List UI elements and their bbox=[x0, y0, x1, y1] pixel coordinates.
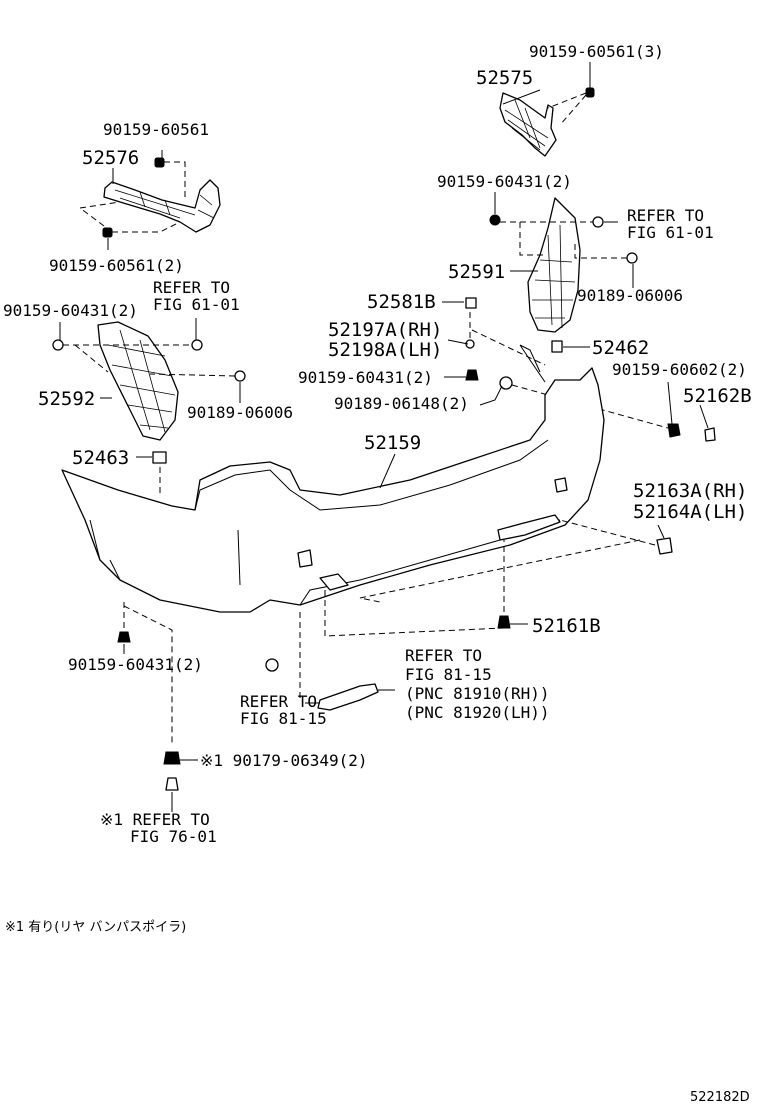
label-90159-60561-2: 90159-60561(2) bbox=[49, 256, 184, 275]
label-52463: 52463 bbox=[72, 447, 129, 469]
label-90159-60561: 90159-60561 bbox=[103, 120, 209, 139]
label-52161b: 52161B bbox=[532, 615, 601, 637]
label-90159-60561-3: 90159-60561(3) bbox=[529, 42, 664, 61]
clip-52161b-icon bbox=[324, 540, 511, 637]
part-52463-icon bbox=[152, 451, 167, 495]
clip-lh-side-icon bbox=[297, 477, 568, 568]
part-52163a-icon bbox=[359, 519, 673, 603]
clip-90159-60561-icon bbox=[154, 157, 186, 200]
label-52575: 52575 bbox=[476, 67, 533, 89]
label-refer-to-right-61: REFER TO bbox=[627, 206, 704, 225]
clip-90189-06006-right-icon bbox=[574, 240, 638, 264]
clip-90159-60602-icon bbox=[667, 423, 681, 438]
label-52159: 52159 bbox=[364, 432, 421, 454]
part-52159-bumper-cover bbox=[61, 344, 605, 613]
label-90189-06148-2: 90189-06148(2) bbox=[334, 394, 469, 413]
callout-labels: 90159-60561(3) 52575 90159-60561 52576 9… bbox=[3, 42, 752, 1105]
figure-code: 522182D bbox=[690, 1090, 750, 1105]
label-52462: 52462 bbox=[592, 337, 649, 359]
label-90179-06349-2: ※1 90179-06349(2) bbox=[200, 751, 368, 770]
label-refer-to-right-81: REFER TO bbox=[405, 646, 482, 665]
clip-90179-06349-icon bbox=[163, 751, 181, 765]
label-refer-to-left-81: REFER TO bbox=[240, 692, 317, 711]
part-52581b-icon bbox=[465, 297, 477, 340]
label-52197a: 52197A(RH) bbox=[328, 319, 442, 341]
label-fig-76-01: FIG 76-01 bbox=[130, 827, 217, 846]
label-90159-60431-2-left: 90159-60431(2) bbox=[3, 301, 138, 320]
label-90159-60431-2-mid: 90159-60431(2) bbox=[298, 368, 433, 387]
clip-90159-60561-3-icon bbox=[547, 87, 595, 126]
clip-right-refer-icon bbox=[592, 216, 604, 228]
label-refer-to-76: ※1 REFER TO bbox=[100, 810, 210, 829]
label-fig-81-15-left: FIG 81-15 bbox=[240, 709, 327, 728]
clip-90189-06006-left-icon bbox=[149, 370, 246, 382]
label-90159-60602-2: 90159-60602(2) bbox=[612, 360, 747, 379]
clip-90159-60561-2-icon bbox=[78, 201, 181, 238]
part-52592-mudguard bbox=[97, 321, 179, 441]
clip-90159-60431-mid-icon bbox=[465, 329, 546, 381]
reflector-fig-81-15 bbox=[265, 612, 379, 711]
label-pnc-81920: (PNC 81920(LH)) bbox=[405, 703, 550, 722]
label-52163a: 52163A(RH) bbox=[633, 480, 747, 502]
part-52162b-icon bbox=[704, 427, 716, 442]
label-52591: 52591 bbox=[448, 261, 505, 283]
footnote: ※1 有り(リヤ バンパスポイラ) bbox=[5, 920, 186, 935]
label-refer-to-left-61: REFER TO bbox=[153, 278, 230, 297]
label-fig-61-01-right: FIG 61-01 bbox=[627, 223, 714, 242]
label-52164a: 52164A(LH) bbox=[633, 501, 747, 523]
clip-fig-76-01-icon bbox=[165, 777, 179, 791]
label-90189-06006-left: 90189-06006 bbox=[187, 403, 293, 422]
label-fig-61-01-left: FIG 61-01 bbox=[153, 295, 240, 314]
label-fig-81-15-right: FIG 81-15 bbox=[405, 665, 492, 684]
label-52581b: 52581B bbox=[367, 291, 436, 313]
label-52162b: 52162B bbox=[683, 385, 752, 407]
part-52591-mudguard bbox=[527, 197, 581, 333]
label-52592: 52592 bbox=[38, 388, 95, 410]
leader-lines bbox=[59, 62, 709, 812]
part-52576-bracket bbox=[103, 179, 221, 233]
clip-90159-60431-2-bottom-icon bbox=[117, 600, 173, 745]
label-pnc-81910: (PNC 81910(RH)) bbox=[405, 684, 550, 703]
clip-90159-60431-2-left-icon bbox=[52, 339, 203, 373]
label-90189-06006-right: 90189-06006 bbox=[577, 286, 683, 305]
clip-90159-60431-2-top-icon bbox=[489, 214, 598, 256]
label-52198a: 52198A(LH) bbox=[328, 339, 442, 361]
part-52575-bracket bbox=[499, 92, 557, 157]
label-90159-60431-2-top: 90159-60431(2) bbox=[437, 172, 572, 191]
label-52576: 52576 bbox=[82, 147, 139, 169]
part-52462-icon bbox=[551, 340, 563, 353]
label-90159-60431-2-bottom: 90159-60431(2) bbox=[68, 655, 203, 674]
